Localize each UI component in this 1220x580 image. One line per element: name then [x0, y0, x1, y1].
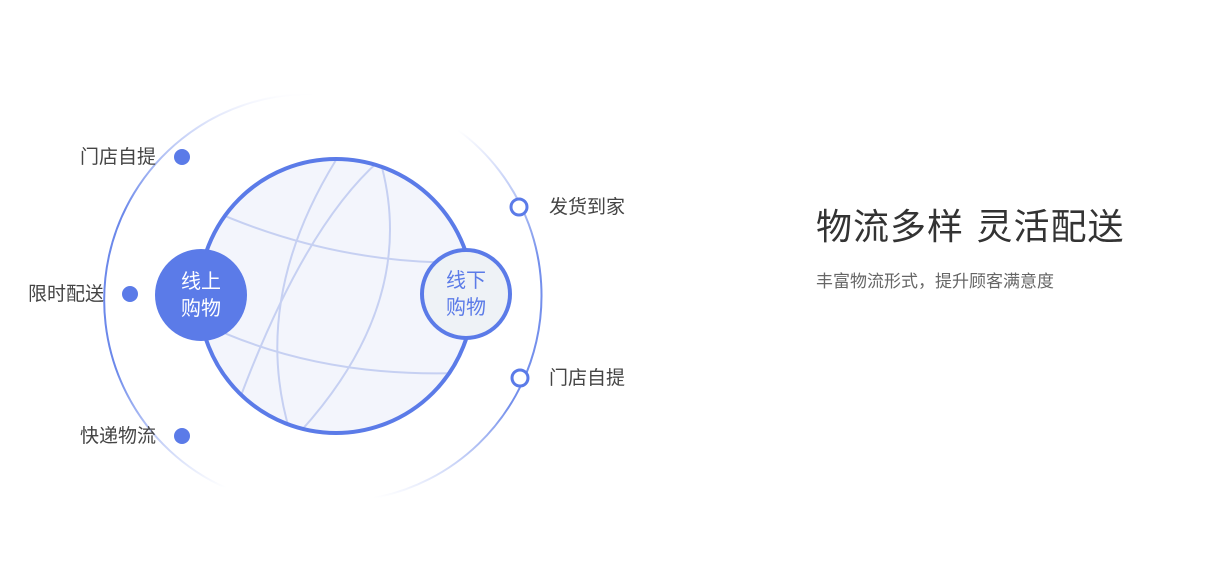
online-badge-line1: 线上 [181, 269, 221, 293]
info-title: 物流多样 灵活配送 [816, 207, 1125, 248]
option-dot-timed-delivery [122, 286, 138, 302]
label-timed-delivery: 限时配送 [27, 283, 104, 305]
online-badge-line2: 购物 [181, 296, 221, 320]
option-ring-home-delivery [509, 197, 529, 217]
logistics-diagram: 线上 购物 线下 购物 门店自提 限时配送 快递物流 发货到家 门店自提 [27, 92, 626, 499]
orbit-arc-left [103, 92, 313, 489]
info-subtitle: 丰富物流形式，提升顾客满意度 [816, 272, 1054, 292]
online-shopping-badge: 线上 购物 [155, 249, 247, 341]
offline-badge-line2: 购物 [446, 295, 486, 319]
info-panel: 物流多样 灵活配送 丰富物流形式，提升顾客满意度 [816, 200, 1196, 294]
offline-badge-line1: 线下 [446, 268, 486, 292]
diagram-graphic [103, 92, 543, 499]
option-dot-express [174, 428, 190, 444]
option-dot-store-pickup [174, 149, 190, 165]
option-ring-store-pickup [510, 368, 530, 388]
label-home-delivery: 发货到家 [549, 196, 626, 218]
orbit-arc-right [373, 129, 543, 499]
label-store-pickup-left: 门店自提 [79, 146, 156, 168]
label-express-logistics: 快递物流 [79, 425, 156, 447]
label-store-pickup-right: 门店自提 [549, 367, 626, 389]
offline-shopping-badge: 线下 购物 [420, 248, 512, 340]
